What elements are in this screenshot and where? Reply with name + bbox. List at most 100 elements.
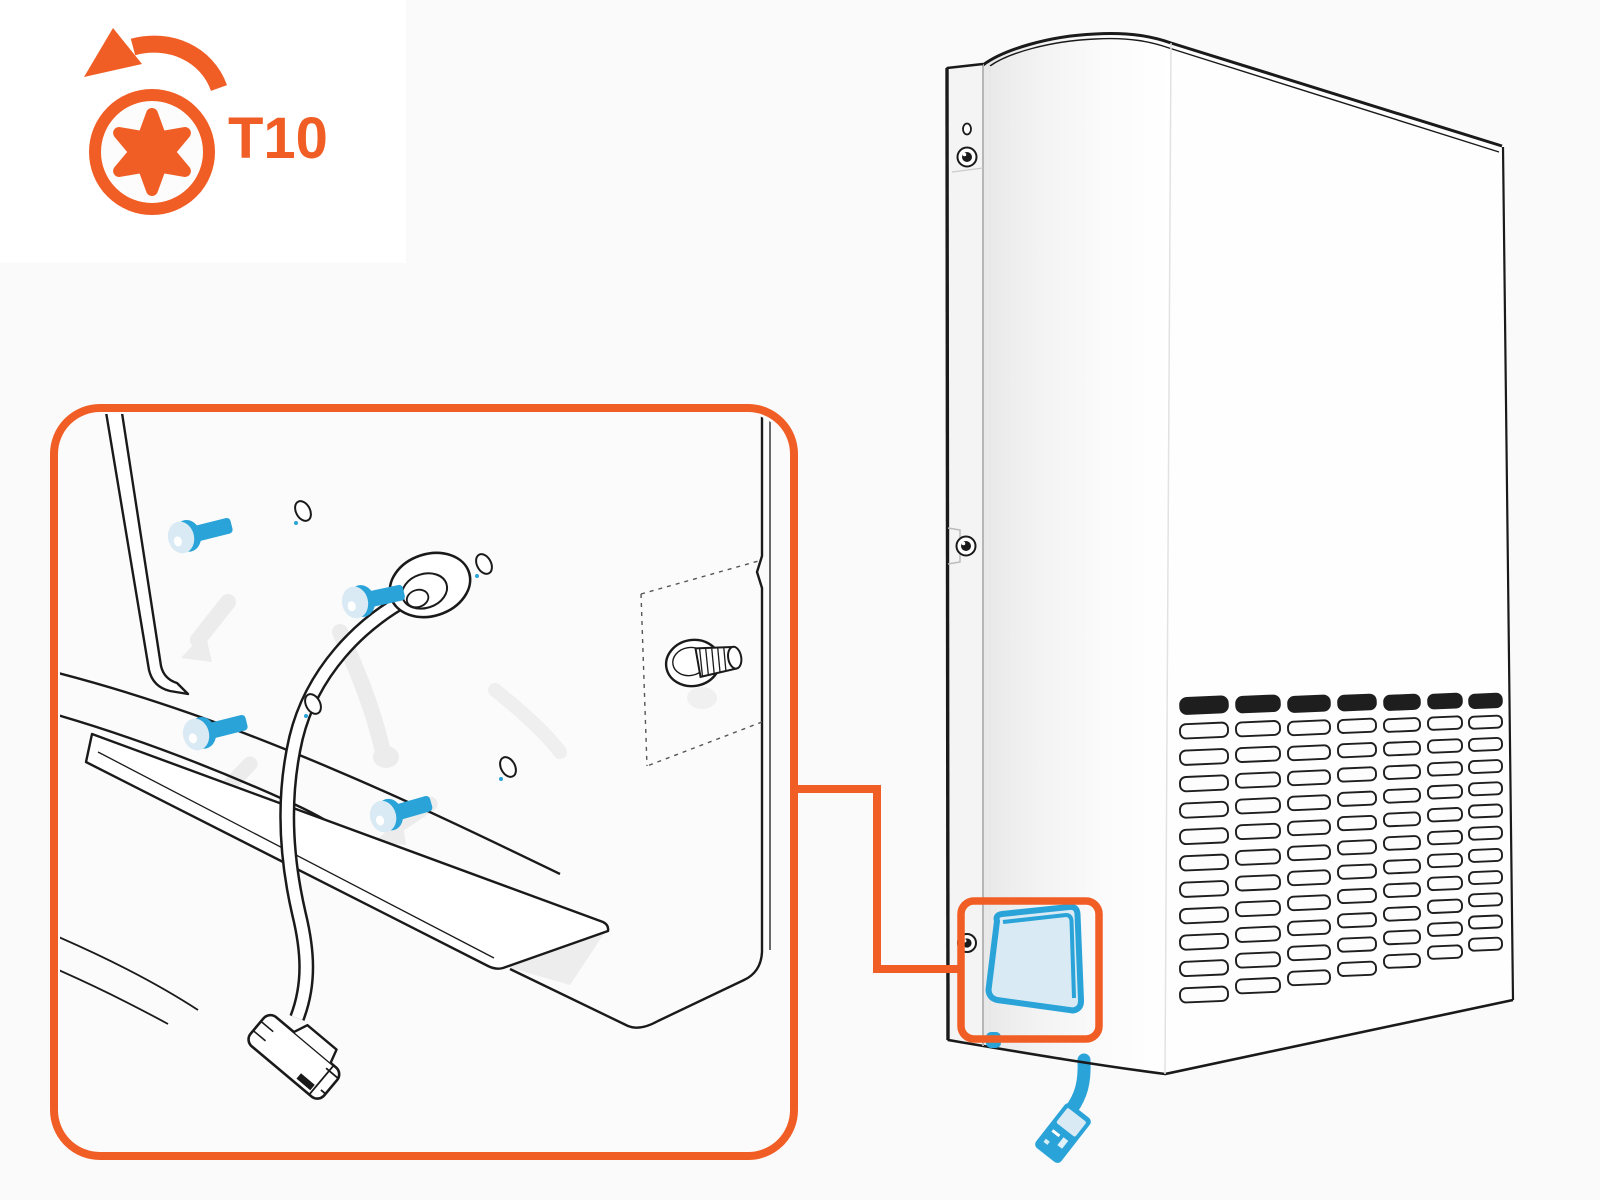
callout-connector-line xyxy=(797,785,958,973)
callout-art xyxy=(60,414,771,1100)
vent-slot xyxy=(1427,738,1463,754)
vent-slot xyxy=(1427,761,1463,777)
tool-badge: T10 xyxy=(0,0,406,263)
blade-bracket xyxy=(84,732,610,970)
vent-slot xyxy=(1179,827,1229,846)
vent-slot xyxy=(1287,894,1331,912)
vent-slot xyxy=(1337,766,1377,783)
vent-slot xyxy=(1287,869,1331,887)
panel-wedge xyxy=(102,414,190,696)
vent-slot xyxy=(1179,880,1229,898)
flange-hole xyxy=(962,122,972,136)
vent-slot xyxy=(1468,803,1503,819)
vent-slot xyxy=(1287,844,1331,862)
vent-slot xyxy=(1235,822,1281,841)
vent-slot xyxy=(1427,898,1463,914)
vent-slot xyxy=(1337,960,1377,977)
vent-slot xyxy=(1179,932,1229,951)
vent-slot xyxy=(1337,814,1377,832)
vent-slot xyxy=(1179,774,1229,793)
ground-stud xyxy=(664,638,743,688)
panel-right-edge xyxy=(509,414,764,1029)
stand-base-line2 xyxy=(60,967,169,1025)
vent-slot xyxy=(1383,740,1421,757)
vent-slot xyxy=(1235,951,1281,969)
vent-slot xyxy=(1337,742,1377,759)
vent-slot xyxy=(1383,811,1421,828)
vent-slot xyxy=(1287,919,1331,937)
flange-seam xyxy=(951,167,984,173)
vent-slot xyxy=(1468,870,1503,886)
torx-bit-icon xyxy=(84,28,228,215)
ground-stud-region xyxy=(640,559,763,767)
device-top-edge xyxy=(982,32,1503,148)
vent-slot xyxy=(1235,745,1281,763)
vent-slot xyxy=(1383,882,1421,898)
vent-slot-dark xyxy=(1287,694,1331,713)
vent-slot xyxy=(1468,736,1503,752)
vent-slot xyxy=(1337,790,1377,807)
vent-slot-dark xyxy=(1468,692,1503,710)
vent-slot xyxy=(1337,936,1377,953)
vent-slot-dark xyxy=(1427,692,1463,710)
torx-screw xyxy=(341,584,405,619)
vent-grid xyxy=(1179,692,1503,1004)
vent-slot xyxy=(1468,914,1503,930)
vent-slot xyxy=(1383,787,1421,804)
vent-slot xyxy=(1383,953,1421,969)
panel-cable xyxy=(279,590,412,1021)
vent-slot xyxy=(1427,807,1463,823)
vent-slot-dark xyxy=(1383,693,1421,711)
vent-slot xyxy=(1427,784,1463,800)
torx-screw xyxy=(167,517,233,554)
highlight-box xyxy=(957,897,1103,1043)
flange-screw xyxy=(955,535,977,557)
flange-screw xyxy=(956,146,978,168)
torx-screw xyxy=(369,796,433,833)
vent-slot xyxy=(1337,863,1377,880)
vent-slot xyxy=(1383,835,1421,851)
vent-slot xyxy=(1468,847,1503,863)
vent-slot xyxy=(1383,858,1421,875)
callout-border xyxy=(50,404,798,1160)
vent-slot xyxy=(1468,781,1503,797)
rotate-ccw-arrow-icon xyxy=(84,28,228,92)
vent-slot xyxy=(1235,720,1281,738)
vent-slot xyxy=(1337,912,1377,929)
torx-star xyxy=(113,108,191,196)
vent-slot xyxy=(1468,759,1503,775)
vent-slot xyxy=(1427,829,1463,846)
vent-slot xyxy=(1235,874,1281,892)
vent-slot xyxy=(1179,985,1229,1004)
cable-cover-assembly xyxy=(957,897,1103,1048)
vent-slot xyxy=(1427,852,1463,869)
vent-slot xyxy=(1235,771,1281,789)
vent-slot xyxy=(1179,959,1229,978)
cable-grommet xyxy=(388,551,472,619)
vent-slot xyxy=(1287,769,1331,787)
vent-slot xyxy=(1235,797,1281,815)
screw-hole xyxy=(499,756,517,781)
vent-slot xyxy=(1235,925,1281,943)
flange-left-edge xyxy=(945,67,950,1041)
vent-slot xyxy=(1287,969,1331,987)
vent-slot xyxy=(1179,853,1229,872)
flange-top-edge xyxy=(946,62,984,70)
vent-slot xyxy=(1337,839,1377,856)
device-front-corner-line xyxy=(1164,42,1172,1075)
screw-hole xyxy=(294,500,312,525)
vent-slot-dark xyxy=(1179,695,1229,715)
tool-size-label: T10 xyxy=(228,106,328,171)
vent-slot xyxy=(1287,744,1331,762)
callout-box xyxy=(50,404,798,1160)
vent-slot xyxy=(1383,929,1421,946)
vent-slot xyxy=(1287,719,1331,737)
vent-slot xyxy=(1468,714,1503,730)
vent-slot xyxy=(1383,764,1421,780)
screw-hole xyxy=(304,693,322,718)
panel-cable-connector-icon xyxy=(247,1013,341,1100)
stand-band-upper xyxy=(60,670,561,876)
device-cable xyxy=(1035,1053,1091,1163)
torx-screw xyxy=(182,714,248,751)
